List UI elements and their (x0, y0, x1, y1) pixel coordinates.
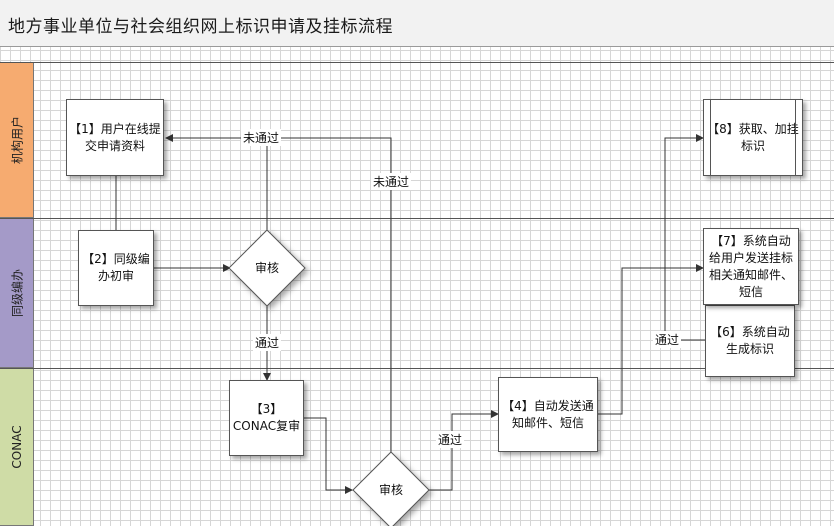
lane-label-office: 同级编办 (0, 218, 34, 368)
step6-text: 【6】系统自动生成标识 (710, 325, 790, 356)
step7-node[interactable]: 【7】系统自动给用户发送挂标相关通知邮件、短信 (703, 228, 799, 305)
page-title: 地方事业单位与社会组织网上标识申请及挂标流程 (8, 17, 393, 37)
step3-text: 【3】CONAC复审 (232, 402, 301, 433)
step1-text: 【1】用户在线提交申请资料 (69, 121, 161, 153)
step8-text: 【8】获取、加挂标识 (707, 121, 799, 153)
step3-node[interactable]: 【3】CONAC复审 (229, 380, 304, 456)
edge-step6-step8 (664, 134, 705, 341)
review2-label: 审核 (379, 482, 403, 497)
lane-divider-top (0, 62, 834, 63)
lane-divider-2 (0, 368, 834, 369)
edge-step3-review2 (304, 417, 353, 494)
step7-text: 【7】系统自动给用户发送挂标相关通知邮件、短信 (708, 233, 793, 299)
step6-node[interactable]: 【6】系统自动生成标识 (705, 305, 795, 377)
lane-label-user: 机构用户 (0, 62, 34, 218)
edge-label-reject2: 未通过 (371, 173, 412, 190)
step8-node[interactable]: 【8】获取、加挂标识 (703, 99, 803, 176)
step4-text: 【4】自动发送通知邮件、短信 (502, 398, 594, 430)
edge-review2-pass (428, 410, 499, 491)
edge-review1-reject (165, 134, 268, 230)
edge-label-pass3: 通过 (653, 331, 682, 348)
edge-label-pass1: 通过 (253, 334, 282, 351)
step2-node[interactable]: 【2】同级编办初审 (78, 230, 154, 306)
step2-text: 【2】同级编办初审 (82, 252, 150, 283)
edge-review2-reject (267, 137, 392, 452)
review1-diamond (228, 229, 306, 307)
review2-diamond (352, 451, 430, 526)
lane-label-conac: CONAC (0, 368, 34, 526)
review1-label: 审核 (255, 260, 279, 275)
edge-label-reject1: 未通过 (241, 129, 282, 146)
edge-label-pass2: 通过 (436, 431, 465, 448)
step4-node[interactable]: 【4】自动发送通知邮件、短信 (498, 377, 598, 452)
step1-node[interactable]: 【1】用户在线提交申请资料 (66, 99, 164, 176)
edge-step4-step7 (598, 264, 704, 415)
lane-divider-1 (0, 218, 834, 219)
title-bar: 地方事业单位与社会组织网上标识申请及挂标流程 (0, 0, 834, 47)
